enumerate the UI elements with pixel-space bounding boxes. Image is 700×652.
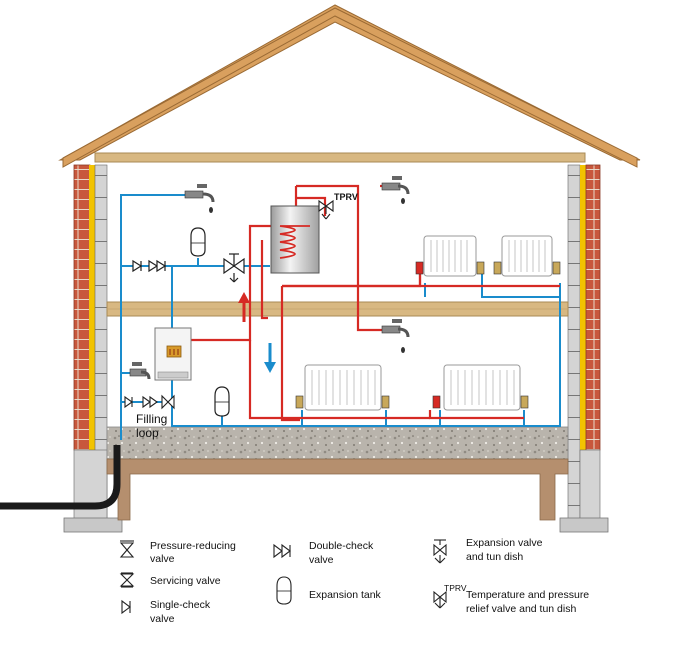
legend-expansion-valve-label-1: Expansion valve (466, 537, 543, 549)
drain-pipe (0, 445, 121, 510)
legend-expansion-valve-label-2: and tun dish (466, 551, 523, 563)
tprv-label: TPRV (334, 192, 358, 202)
tap-kitchen-hot (381, 319, 410, 353)
legend-servicing-label: Servicing valve (150, 575, 221, 587)
left-footing (63, 517, 123, 533)
legend-double-check-label-1: Double-check (309, 540, 374, 552)
boiler (154, 327, 192, 381)
right-footing (559, 517, 609, 533)
legend-single-check-label-1: Single-check (150, 599, 211, 611)
hot-water-cylinder (270, 205, 320, 274)
legend-single-check-label-2: valve (150, 613, 175, 625)
radiator-valves (295, 261, 561, 409)
radiator-downstairs-2 (443, 364, 521, 411)
double-check-valve-upstairs (148, 259, 167, 273)
legend-pressure-reducing-label-1: Pressure-reducing (150, 540, 236, 552)
filling-loop-valves (124, 394, 175, 410)
legend-double-check-label-2: valve (309, 554, 334, 566)
legend-servicing-icon (119, 572, 135, 588)
expansion-tank-upstairs (190, 227, 206, 257)
legend: Pressure-reducing valve Servicing valve … (119, 537, 589, 625)
roof (58, 4, 641, 168)
tprv-valve (318, 199, 334, 220)
legend-double-check-icon (273, 543, 291, 559)
pressure-reducing-valve (223, 253, 245, 283)
legend-expansion-tank-icon (276, 576, 292, 605)
legend-pressure-reducing-label-2: valve (150, 553, 175, 565)
legend-tprv-label-1: Temperature and pressure (466, 589, 589, 601)
hot-flow-arrow (238, 292, 250, 322)
legend-expansion-valve-icon (433, 539, 447, 564)
legend-expansion-tank-label: Expansion tank (309, 589, 382, 601)
radiator-downstairs-1 (304, 364, 382, 411)
intermediate-floor (106, 301, 569, 317)
legend-pressure-reducing-icon (119, 540, 135, 558)
radiator-upstairs-2 (501, 235, 553, 277)
legend-tprv-tag: TPRV (444, 583, 467, 593)
filling-loop-label-line2: loop (136, 426, 159, 440)
tap-downstairs-cold (129, 362, 151, 380)
tap-upstairs-hot (381, 176, 410, 204)
expansion-tank-downstairs (214, 386, 230, 417)
cold-flow-arrow (264, 343, 276, 373)
legend-tprv-icon (433, 590, 447, 609)
tap-upstairs-cold (184, 184, 215, 213)
ground-floor-slab (106, 426, 569, 521)
right-wall (567, 164, 601, 521)
single-check-valve-upstairs (132, 259, 143, 273)
legend-tprv-label-2: relief valve and tun dish (466, 603, 576, 615)
left-wall (73, 164, 108, 521)
filling-loop-label-line1: Filling (136, 412, 167, 426)
legend-single-check-icon (121, 599, 131, 615)
radiator-upstairs-1 (423, 235, 477, 277)
